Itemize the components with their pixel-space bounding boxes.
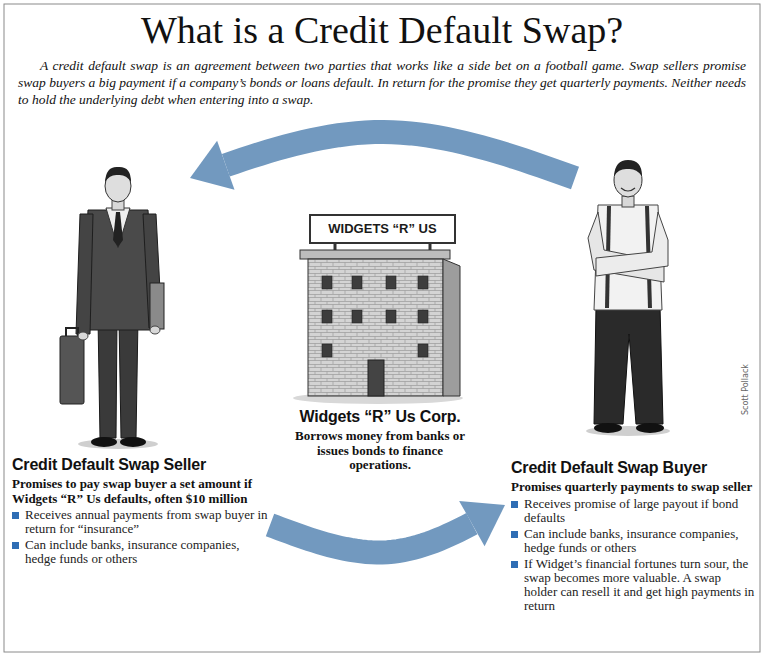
arrow-head bbox=[190, 141, 235, 190]
bullet-text: Can include banks, insurance companies, … bbox=[25, 538, 270, 566]
bullet-square bbox=[12, 542, 19, 549]
bullet-text: Receives annual payments from swap buyer… bbox=[25, 508, 270, 536]
arrow-band bbox=[226, 132, 575, 178]
diagram-title: What is a Credit Default Swap? bbox=[0, 8, 764, 52]
bullet-square bbox=[511, 561, 518, 568]
bullet-square bbox=[511, 531, 518, 538]
bullet-item: Can include banks, insurance companies, … bbox=[511, 527, 755, 555]
company-panel: WIDGETS “R” US Widgets “R” Us Corp. Borrow… bbox=[285, 205, 475, 473]
curved-arrow bbox=[190, 132, 575, 190]
bullet-square bbox=[12, 512, 19, 519]
building-illustration bbox=[293, 215, 463, 404]
panel-body: Promises quarterly payments to swap sell… bbox=[511, 480, 755, 495]
bullet-text: If Widget’s financial fortunes turn sour… bbox=[524, 557, 755, 613]
panel-body: Borrows money from banks or issues bonds… bbox=[285, 429, 475, 473]
frame bbox=[4, 4, 760, 652]
bullet-text: Can include banks, insurance companies, … bbox=[524, 527, 755, 555]
intro-text: A credit default swap is an agreement be… bbox=[18, 57, 746, 108]
buyer-figure bbox=[586, 160, 670, 436]
sign-text: WIDGETS “R” US bbox=[310, 215, 455, 243]
seller-panel: Credit Default Swap SellerPromises to pa… bbox=[12, 178, 270, 566]
artist-credit: Scott Pollack bbox=[741, 364, 750, 415]
arrow-head bbox=[459, 501, 505, 546]
bullet-text: Receives promise of large payout if bond… bbox=[524, 497, 755, 525]
panel-heading: Widgets “R” Us Corp. bbox=[285, 407, 475, 426]
bullet-item: Receives annual payments from swap buyer… bbox=[12, 508, 270, 536]
bullet-square bbox=[511, 501, 518, 508]
bullet-item: Can include banks, insurance companies, … bbox=[12, 538, 270, 566]
panel-heading: Credit Default Swap Seller bbox=[12, 455, 270, 474]
bullet-item: If Widget’s financial fortunes turn sour… bbox=[511, 557, 755, 613]
arrow-band bbox=[270, 524, 472, 553]
curved-arrow bbox=[270, 501, 505, 553]
bullet-item: Receives promise of large payout if bond… bbox=[511, 497, 755, 525]
buyer-panel: Credit Default Swap BuyerPromises quarte… bbox=[505, 178, 755, 613]
panel-body: Promises to pay swap buyer a set amount … bbox=[12, 477, 270, 506]
seller-figure bbox=[60, 167, 164, 449]
panel-heading: Credit Default Swap Buyer bbox=[511, 458, 755, 477]
